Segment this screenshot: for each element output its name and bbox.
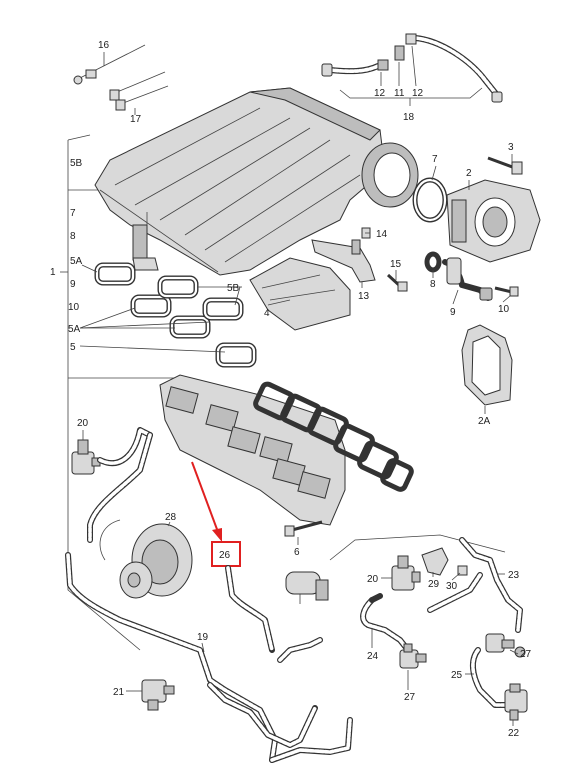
coolant-pipe-9 xyxy=(442,257,493,301)
label-2A: 2A xyxy=(478,416,491,427)
vacuum-hose-26 xyxy=(225,565,275,653)
label-29: 29 xyxy=(428,579,440,590)
label-leaders xyxy=(79,264,242,353)
label-23: 23 xyxy=(508,570,520,581)
bracket-13 xyxy=(311,239,376,283)
label-30: 30 xyxy=(446,581,458,592)
label-5B-left: 5B xyxy=(70,158,83,169)
right-bracket xyxy=(329,534,506,561)
label-10: 10 xyxy=(498,304,510,315)
label-17: 17 xyxy=(130,114,142,125)
seal-5 xyxy=(215,342,257,368)
bolt-30 xyxy=(457,565,468,576)
label-25: 25 xyxy=(451,670,463,681)
bracket-29 xyxy=(421,547,449,576)
label-8: 8 xyxy=(430,279,436,290)
label-24: 24 xyxy=(367,651,379,662)
label-26: 26 xyxy=(219,550,231,561)
bolt-6 xyxy=(284,520,323,537)
valve-20-left xyxy=(71,439,101,475)
intake-manifold-upper xyxy=(94,87,419,276)
label-8-left: 8 xyxy=(70,231,76,242)
screw-3 xyxy=(487,156,523,175)
valve-22 xyxy=(504,683,528,721)
label-18: 18 xyxy=(403,112,415,123)
hose-25 xyxy=(470,647,508,708)
label-19: 19 xyxy=(197,632,209,643)
label-21: 21 xyxy=(113,687,125,698)
label-12b: 12 xyxy=(412,88,424,99)
valve-20-right xyxy=(391,555,421,591)
group-bracket xyxy=(60,134,175,651)
valve-27-left xyxy=(399,643,427,669)
vent-hose-18 xyxy=(321,33,503,106)
valve-21 xyxy=(141,679,175,711)
label-14: 14 xyxy=(376,229,388,240)
cable-tie-17 xyxy=(109,71,169,115)
label-9-left: 9 xyxy=(70,279,76,290)
cover-2A xyxy=(461,324,513,406)
intake-manifold-lower xyxy=(159,374,346,526)
label-5: 5 xyxy=(70,342,76,353)
control-valve-center xyxy=(285,571,329,604)
throttle-body-2 xyxy=(446,179,541,263)
label-16: 16 xyxy=(98,40,110,51)
label-7-left: 7 xyxy=(70,208,76,219)
vacuum-line-19 xyxy=(65,552,353,763)
label-11: 11 xyxy=(394,88,405,99)
highlight-arrow xyxy=(191,461,222,542)
label-10-left: 10 xyxy=(68,302,80,313)
manifold-gasket xyxy=(253,381,414,492)
hose-23 xyxy=(427,537,523,633)
label-5A-left: 5A xyxy=(70,256,83,267)
bolt-15 xyxy=(386,273,408,292)
seal-5B xyxy=(157,275,244,321)
hose-left xyxy=(87,427,153,543)
seal-8 xyxy=(424,251,442,273)
label-27-right: 27 xyxy=(520,649,532,660)
label-12a: 12 xyxy=(374,88,386,99)
label-6: 6 xyxy=(294,547,300,558)
label-5A: 5A xyxy=(68,324,81,335)
label-2: 2 xyxy=(466,168,472,179)
hose-24 xyxy=(360,593,411,653)
label-7: 7 xyxy=(432,154,438,165)
label-28: 28 xyxy=(165,512,177,523)
valve-27-right xyxy=(485,633,526,658)
label-4: 4 xyxy=(264,308,270,319)
label-22: 22 xyxy=(508,728,520,739)
label-20: 20 xyxy=(367,574,379,585)
part-labels: 16 17 12 11 12 18 3 5B 7 7 2 8 14 1 5A 9… xyxy=(50,40,532,739)
heat-shield-4 xyxy=(249,257,351,331)
label-ticks xyxy=(82,52,519,726)
bolt-10 xyxy=(494,286,519,297)
label-5B: 5B xyxy=(227,283,240,294)
label-27: 27 xyxy=(404,692,416,703)
cable-tie-16 xyxy=(73,44,146,85)
label-20-top: 20 xyxy=(77,418,89,429)
pump-28 xyxy=(99,519,193,599)
label-15: 15 xyxy=(390,259,402,270)
seal-5A xyxy=(94,262,211,339)
o-ring-7 xyxy=(412,177,448,223)
label-9: 9 xyxy=(450,307,456,318)
label-3: 3 xyxy=(508,142,514,153)
label-13: 13 xyxy=(358,291,370,302)
label-1: 1 xyxy=(50,267,56,278)
